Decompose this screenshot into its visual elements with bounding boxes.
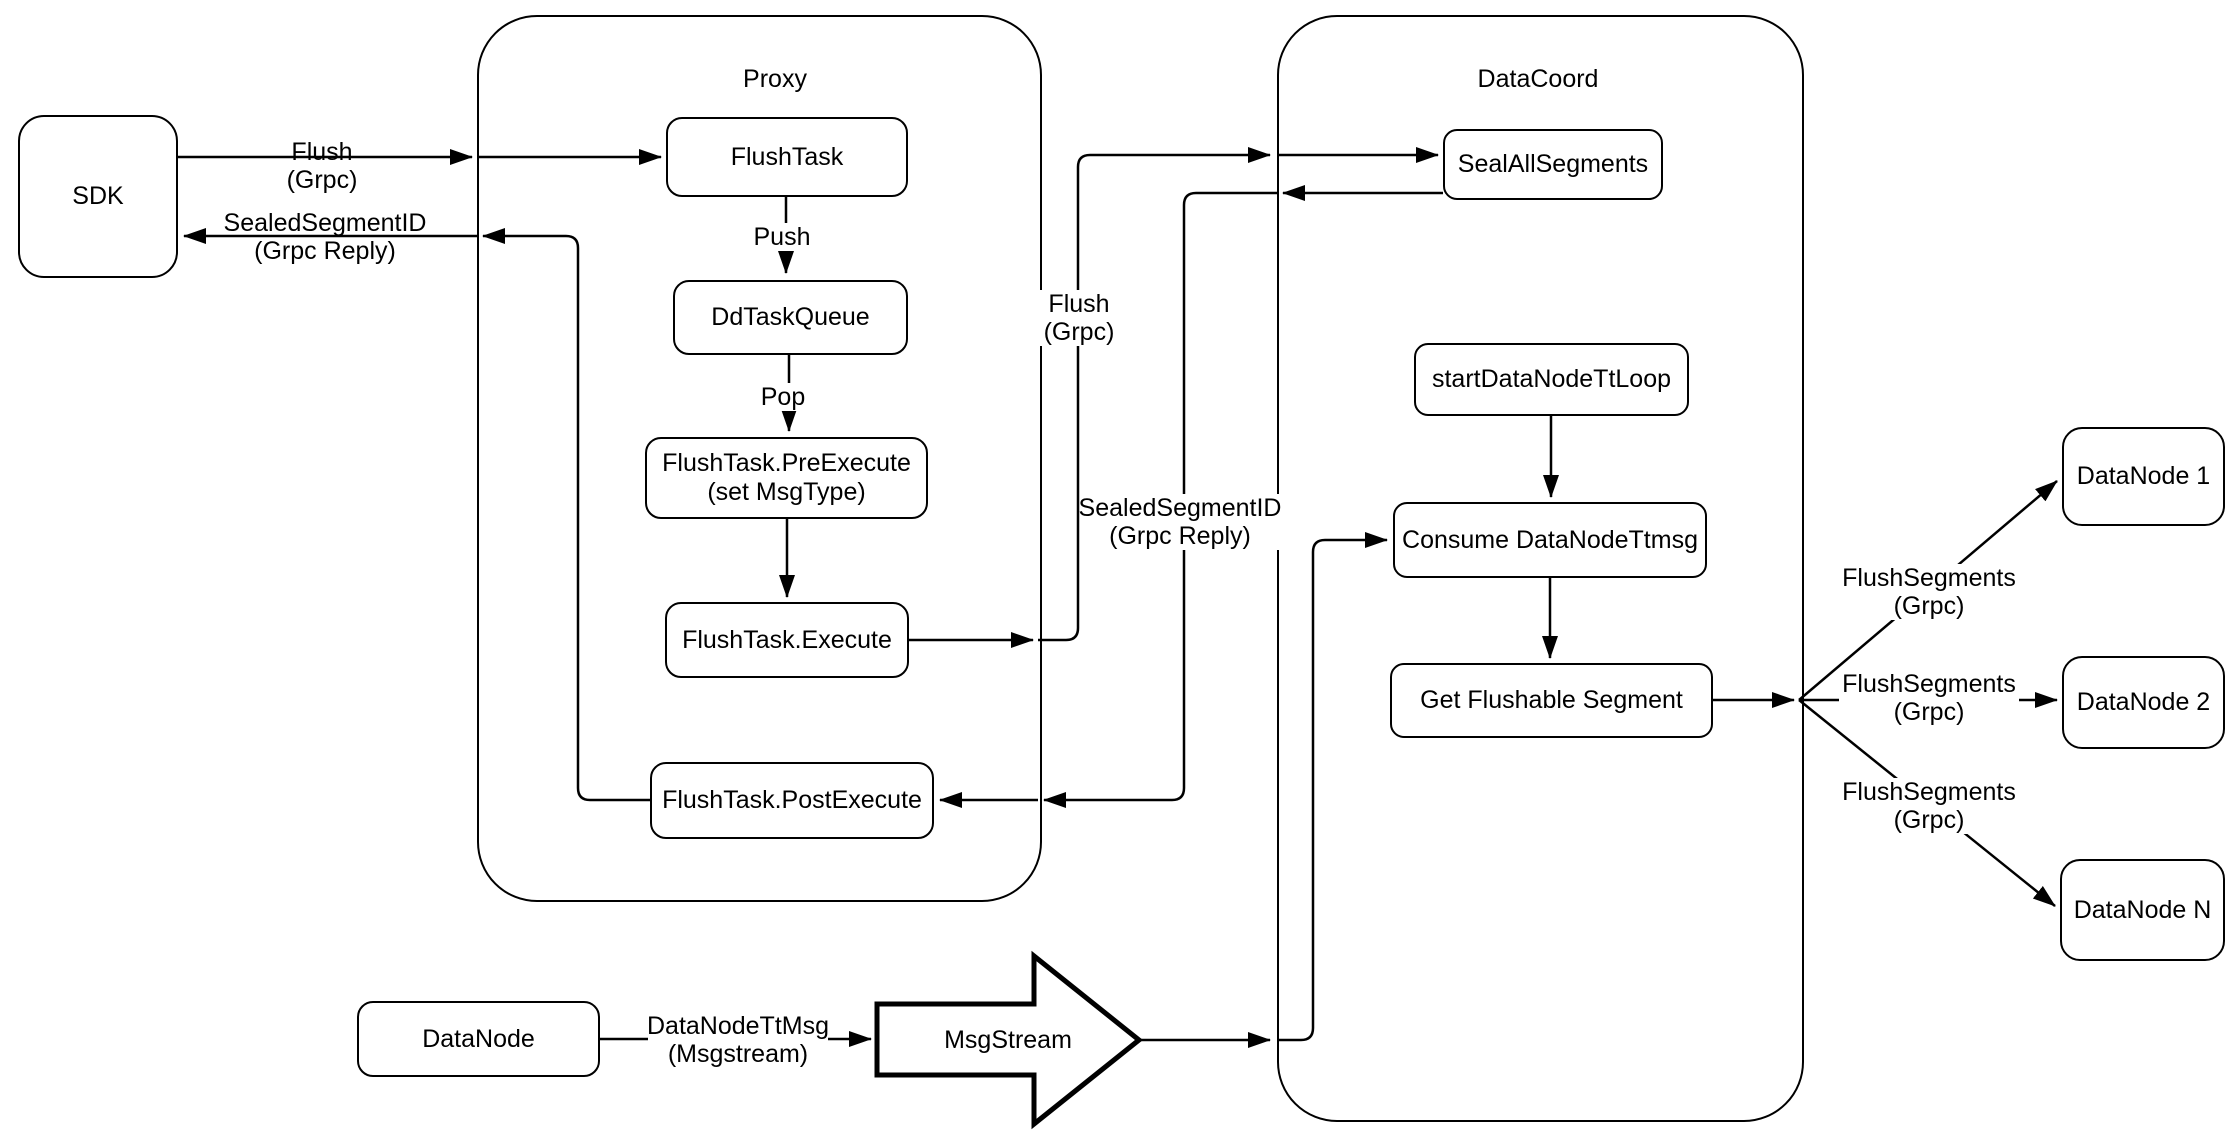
label-sealed-sdk-line1: SealedSegmentID	[223, 209, 427, 237]
label-sealed-mid: SealedSegmentID (Grpc Reply)	[1078, 494, 1282, 550]
label-datanode-ttmsg: DataNodeTtMsg (Msgstream)	[646, 1012, 830, 1068]
sdk-node: SDK	[18, 115, 178, 278]
pre-execute-label-line2: (set MsgType)	[707, 478, 866, 506]
datanode-n-node: DataNode N	[2060, 859, 2225, 961]
msgstream-label: MsgStream	[944, 1025, 1072, 1054]
label-flush-sdk-line1: Flush	[291, 138, 353, 166]
label-flush-mid: Flush (Grpc)	[1039, 290, 1119, 346]
edge-postexec-left	[482, 228, 650, 802]
label-flush-segments-2-line1: FlushSegments	[1842, 670, 2016, 698]
msgstream-arrow-shape	[874, 950, 1144, 1130]
label-flush-segments-3: FlushSegments (Grpc)	[1839, 778, 2019, 834]
post-execute-node: FlushTask.PostExecute	[650, 762, 934, 839]
label-flush-sdk: Flush (Grpc)	[252, 138, 392, 194]
label-flush-segments-3-line2: (Grpc)	[1893, 806, 1965, 834]
datanode-1-node: DataNode 1	[2062, 427, 2225, 526]
label-flush-mid-line1: Flush	[1048, 290, 1110, 318]
start-data-node-tt-loop-node: startDataNodeTtLoop	[1414, 343, 1689, 416]
datanode-source-node: DataNode	[357, 1001, 600, 1077]
label-sealed-mid-line1: SealedSegmentID	[1078, 494, 1282, 522]
label-flush-segments-1-line2: (Grpc)	[1893, 592, 1965, 620]
label-flush-sdk-line2: (Grpc)	[286, 166, 358, 194]
label-flush-segments-3-line1: FlushSegments	[1842, 778, 2016, 806]
label-flush-segments-2-line2: (Grpc)	[1893, 698, 1965, 726]
label-flush-segments-2: FlushSegments (Grpc)	[1839, 670, 2019, 726]
label-flush-segments-1: FlushSegments (Grpc)	[1839, 564, 2019, 620]
dd-task-queue-node: DdTaskQueue	[673, 280, 908, 355]
proxy-container-title: Proxy	[743, 64, 807, 93]
consume-data-node-ttmsg-node: Consume DataNodeTtmsg	[1393, 502, 1707, 578]
label-sealed-mid-line2: (Grpc Reply)	[1109, 522, 1251, 550]
seal-all-segments-node: SealAllSegments	[1443, 129, 1663, 200]
label-datanode-ttmsg-line1: DataNodeTtMsg	[646, 1012, 830, 1040]
datacoord-container-title: DataCoord	[1477, 64, 1599, 93]
pre-execute-label-line1: FlushTask.PreExecute	[662, 449, 911, 477]
edge-flush-riser	[1038, 147, 1271, 642]
label-push: Push	[747, 223, 817, 251]
edge-msgstream-consume	[1277, 532, 1388, 1042]
datanode-2-node: DataNode 2	[2062, 656, 2225, 749]
pre-execute-node: FlushTask.PreExecute (set MsgType)	[645, 437, 928, 519]
execute-node: FlushTask.Execute	[665, 602, 909, 678]
label-flush-segments-1-line1: FlushSegments	[1842, 564, 2016, 592]
label-pop: Pop	[753, 383, 813, 411]
label-datanode-ttmsg-line2: (Msgstream)	[667, 1040, 809, 1068]
label-flush-mid-line2: (Grpc)	[1043, 318, 1115, 346]
get-flushable-segment-node: Get Flushable Segment	[1390, 663, 1713, 738]
label-sealed-sdk-line2: (Grpc Reply)	[254, 237, 396, 265]
label-sealed-sdk: SealedSegmentID (Grpc Reply)	[215, 209, 435, 265]
proxy-container	[477, 15, 1042, 902]
flush-task-node: FlushTask	[666, 117, 908, 197]
datacoord-container	[1277, 15, 1804, 1122]
